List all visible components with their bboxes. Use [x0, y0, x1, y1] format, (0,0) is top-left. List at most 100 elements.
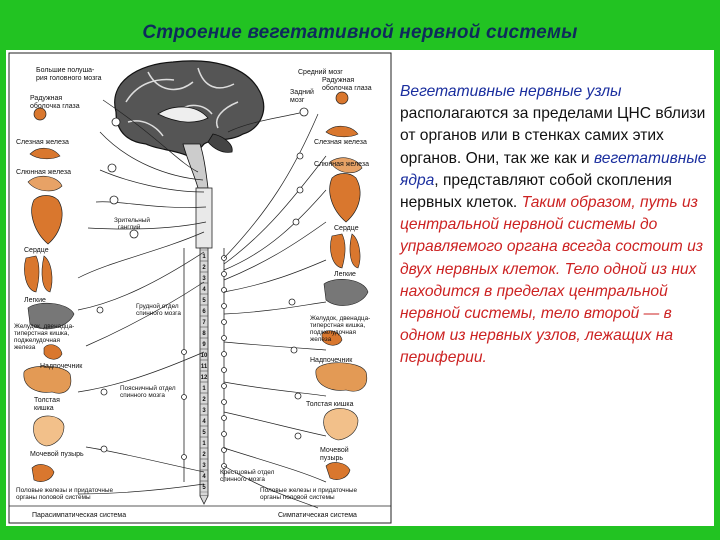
label-vagus: Зрительный — [114, 216, 150, 224]
label-right-heart: Сердце — [334, 225, 359, 232]
label-left-stomach-4: железа — [14, 344, 36, 351]
label-left-lungs: Легкие — [24, 297, 46, 304]
spinal-segment-number: 2 — [202, 265, 206, 271]
spinal-segment-number: 8 — [202, 331, 206, 337]
caption-term-nuclei: вегетативные ядра — [400, 149, 707, 189]
label-right-iris-2: оболочка глаза — [322, 84, 372, 92]
label-left-genitals-2: органы половой системы — [16, 493, 91, 501]
ganglia-left — [96, 117, 139, 453]
left-colon-icon — [23, 365, 72, 394]
caption-text-2: , представляют собой скопления нервных к… — [400, 171, 672, 212]
label-right-colon: Толстая кишка — [306, 401, 354, 408]
footer-sympathetic: Симпатическая система — [278, 512, 357, 519]
label-right-stomach: Желудок, двенадца- — [310, 315, 370, 322]
spinal-segment-number: 4 — [202, 287, 206, 293]
caption-conclusion: Таким образом, путь из центральной нервн… — [400, 194, 704, 367]
spinal-cord — [195, 187, 213, 505]
label-left-iris-2: оболочка глаза — [30, 102, 80, 110]
label-right-bladder: Мочевой — [320, 446, 349, 454]
label-left-stomach-3: поджелудочная — [14, 337, 60, 344]
parasympathetic-nerves — [77, 99, 207, 495]
ganglia-right — [288, 107, 309, 440]
right-heart-icon — [329, 173, 361, 223]
label-left-colon: Толстая — [34, 397, 60, 404]
spinal-segment-number: 3 — [202, 463, 206, 469]
label-right-kidney: Надпочечник — [310, 357, 353, 364]
label-right-salivary: Слюнная железа — [314, 161, 369, 168]
spinal-segment-number: 6 — [202, 309, 206, 315]
slide-title: Строение вегетативной нервной системы — [142, 22, 578, 43]
label-right-lacrimal: Слезная железа — [314, 139, 367, 146]
spinal-segment-number: 5 — [202, 430, 206, 436]
right-eye-icon — [335, 91, 349, 105]
spinal-segment-number: 10 — [201, 353, 208, 359]
label-right-stomach-2: типерстная кишка, — [310, 322, 365, 329]
spinal-segment — [199, 480, 209, 493]
spinal-segment-number: 1 — [202, 386, 206, 392]
right-stomach-icon — [323, 279, 369, 306]
caption-text-1: располагаются за пределами ЦНС вблизи от… — [400, 105, 706, 167]
spinal-segment-number: 3 — [202, 408, 206, 414]
left-bladder-icon — [33, 415, 65, 447]
right-salivary-icon — [329, 157, 363, 174]
label-right-genitals-2: органы половой системы — [260, 493, 335, 501]
label-left-lacrimal: Слезная железа — [16, 139, 69, 146]
left-stomach-icon — [27, 302, 75, 330]
spinal-segment-number: 2 — [202, 397, 206, 403]
label-right-lungs: Легкие — [334, 271, 356, 278]
right-lungs-icon — [330, 233, 361, 269]
label-left-heart: Сердце — [24, 247, 49, 254]
left-salivary-icon — [27, 175, 63, 192]
label-right-stomach-4: железа — [310, 336, 332, 343]
right-bladder-icon — [323, 408, 359, 441]
spinal-segment-number: 1 — [202, 254, 206, 260]
label-left-bladder: Мочевой пузырь — [30, 450, 84, 458]
label-hemispheres: Большие полуша- — [36, 67, 95, 74]
left-genital-icon — [31, 464, 55, 482]
label-thoracic-2: спинного мозга — [136, 310, 181, 317]
left-lungs-icon — [24, 255, 53, 293]
label-right-stomach-3: поджелудочная — [310, 329, 356, 336]
label-right-iris: Радужная — [322, 77, 354, 84]
label-right-genitals: Половые железы и придаточные — [260, 487, 358, 494]
caption-term-ganglia: Вегетативные нервные узлы — [400, 83, 622, 100]
label-hindbrain: Задний — [290, 88, 314, 96]
label-sacral: Крестцовый отдел — [220, 468, 275, 476]
spinal-segment-number: 2 — [202, 452, 206, 458]
spinal-segment-number: 1 — [202, 441, 206, 447]
left-heart-icon — [31, 195, 63, 245]
right-colon-icon — [315, 362, 368, 392]
label-left-stomach-2: типерстная кишка, — [14, 330, 69, 337]
spinal-segment-number: 11 — [201, 364, 208, 370]
label-sacral-2: спинного мозга — [220, 476, 265, 483]
label-vagus-2: ганглий — [118, 223, 141, 231]
label-left-iris: Радужная — [30, 95, 62, 102]
label-lumbar-2: спинного мозга — [120, 392, 165, 399]
label-hindbrain-2: мозг — [290, 97, 305, 104]
right-lacrimal-icon — [325, 125, 359, 138]
label-thoracic: Грудной отдел — [136, 302, 179, 310]
left-organs — [23, 107, 75, 482]
label-left-salivary: Слюнная железа — [16, 169, 71, 176]
spinal-segment-number: 5 — [202, 298, 206, 304]
label-hemispheres-2: рия головного мозга — [36, 75, 102, 82]
label-left-stomach: Желудок, двенадца- — [14, 323, 74, 330]
spinal-segment-number: 4 — [202, 419, 206, 425]
footer-parasympathetic: Парасимпатическая система — [32, 512, 126, 519]
spinal-segment-number: 5 — [202, 485, 206, 491]
left-lacrimal-icon — [29, 147, 61, 160]
left-eye-icon — [33, 107, 47, 121]
sympathetic-chain — [181, 248, 227, 482]
left-kidney-icon — [43, 344, 63, 360]
brain-illustration — [114, 60, 265, 189]
right-kidney-icon — [321, 330, 343, 346]
spinal-segment-number: 12 — [201, 375, 208, 381]
label-left-colon-2: кишка — [34, 405, 54, 412]
label-midbrain: Средний мозг — [298, 68, 343, 76]
label-left-kidney: Надпочечник — [40, 363, 83, 370]
label-right-bladder-2: пузырь — [320, 455, 343, 462]
spinal-segment-number: 9 — [202, 342, 206, 348]
spinal-segment-number: 7 — [202, 320, 206, 326]
spinal-segment-number: 4 — [202, 474, 206, 480]
